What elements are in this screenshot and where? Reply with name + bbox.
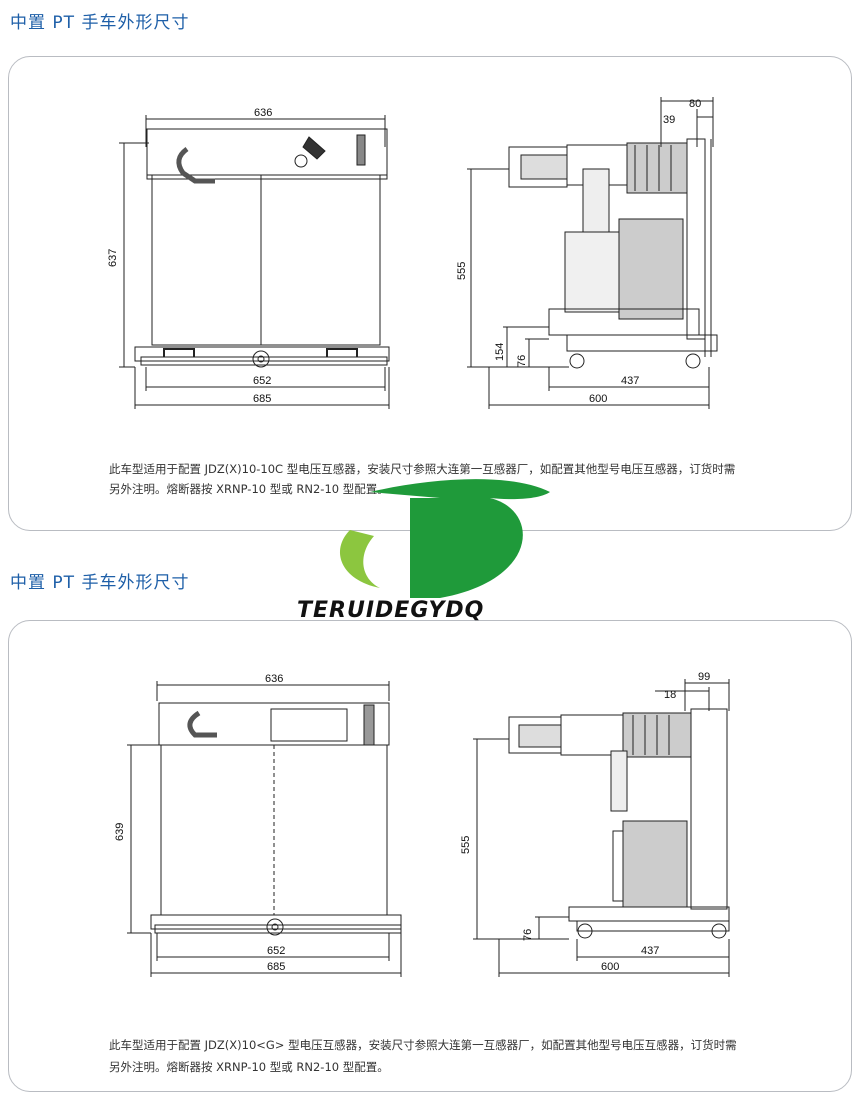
drawing-panel-2: 636 639 652 685 18 99 555 76 437 600 此车型… <box>8 620 852 1092</box>
section-title-1: 中置 PT 手车外形尺寸 <box>10 13 190 33</box>
note-2-line1: 此车型适用于配置 JDZ(X)10<G> 型电压互感器，安装尺寸参照大连第一互感… <box>109 1038 737 1052</box>
dim-600-2: 600 <box>601 961 619 973</box>
dim-437-1: 437 <box>621 375 639 387</box>
dim-437-2: 437 <box>641 945 659 957</box>
technical-drawing-2: 636 639 652 685 18 99 555 76 437 600 <box>114 671 730 977</box>
section-title-2: 中置 PT 手车外形尺寸 <box>10 573 190 593</box>
dim-555-2: 555 <box>460 836 472 854</box>
side-view-1 <box>467 97 718 409</box>
front-view-1 <box>119 115 390 409</box>
dim-600-1: 600 <box>589 393 607 405</box>
dim-685-1: 685 <box>253 393 271 405</box>
dim-99: 99 <box>698 671 710 683</box>
dim-639: 639 <box>114 823 126 841</box>
dim-76-2: 76 <box>522 929 534 941</box>
dim-39: 39 <box>663 114 675 126</box>
dim-652-2: 652 <box>267 945 285 957</box>
note-1-line2: 另外注明。熔断器按 XRNP-10 型或 RN2-10 型配置。 <box>109 482 389 496</box>
front-view-2 <box>127 681 402 977</box>
dim-154: 154 <box>494 343 506 361</box>
dim-652-1: 652 <box>253 375 271 387</box>
company-logo <box>290 470 580 630</box>
dim-555-1: 555 <box>456 262 468 280</box>
logo-mark-icon <box>340 479 550 598</box>
dim-636-2: 636 <box>265 673 283 685</box>
dim-80: 80 <box>689 98 701 110</box>
dim-636-1: 636 <box>254 107 272 119</box>
dim-76-1: 76 <box>516 355 528 367</box>
dim-637: 637 <box>107 249 119 267</box>
dim-18: 18 <box>664 689 676 701</box>
note-2-line2: 另外注明。熔断器按 XRNP-10 型或 RN2-10 型配置。 <box>109 1060 389 1074</box>
drawing-panel-1: 636 637 652 685 80 39 555 154 76 437 600… <box>8 56 852 531</box>
technical-drawing-1: 636 637 652 685 80 39 555 154 76 437 600 <box>107 97 718 409</box>
dim-685-2: 685 <box>267 961 285 973</box>
logo-text: TERUIDEGYDQ <box>297 598 485 623</box>
note-1-line1: 此车型适用于配置 JDZ(X)10-10C 型电压互感器，安装尺寸参照大连第一互… <box>109 462 736 476</box>
side-view-2 <box>473 679 730 977</box>
